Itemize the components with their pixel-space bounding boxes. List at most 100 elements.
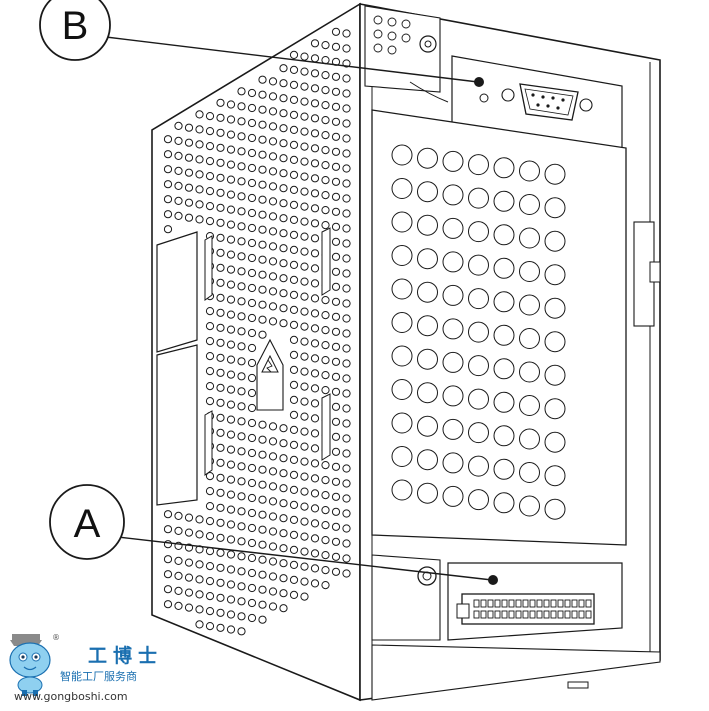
vent-hole	[544, 264, 566, 286]
side-vent-hole	[205, 532, 215, 541]
side-vent-hole	[300, 232, 309, 241]
side-vent-hole	[258, 105, 267, 114]
vent-hole	[519, 294, 540, 316]
side-vent-hole	[268, 107, 278, 116]
side-vent-hole	[216, 593, 225, 602]
side-vent-hole	[321, 356, 330, 365]
side-vent-hole	[216, 128, 225, 137]
side-vent-hole	[268, 197, 278, 206]
side-vent-hole	[300, 292, 309, 301]
side-vent-hole	[163, 585, 173, 594]
vent-hole	[442, 284, 464, 306]
vent-hole	[468, 254, 489, 276]
side-vent-hole	[268, 602, 278, 611]
side-vent-hole	[237, 597, 246, 606]
vent-hole	[391, 211, 413, 233]
side-vent-hole	[205, 367, 215, 376]
side-vent-hole	[310, 324, 320, 333]
side-vent-hole	[331, 87, 341, 96]
terminal-pin	[571, 599, 578, 608]
vent-hole	[417, 248, 438, 270]
side-vent-hole	[237, 312, 246, 321]
side-vent-hole	[216, 218, 225, 227]
side-vent-hole	[342, 269, 351, 278]
side-vent-hole	[258, 225, 267, 234]
side-vent-hole	[342, 389, 351, 398]
vent-hole	[417, 214, 438, 236]
side-vent-hole	[289, 275, 299, 284]
side-vent-hole	[331, 252, 341, 261]
side-vent-hole	[289, 170, 299, 179]
side-vent-hole	[300, 142, 309, 151]
side-vent-hole	[195, 575, 204, 584]
side-vent-hole	[331, 387, 341, 396]
callout-b-leader	[105, 36, 479, 83]
side-vent-hole	[216, 458, 225, 467]
side-vent-hole	[226, 565, 236, 574]
side-vent-hole	[163, 195, 173, 204]
side-vent-hole	[226, 430, 236, 439]
side-vent-hole	[289, 545, 299, 555]
side-vent-hole	[289, 200, 299, 209]
side-vent-hole	[342, 509, 351, 518]
side-vent-hole	[237, 207, 246, 216]
side-vent-hole	[237, 252, 246, 261]
side-vent-hole	[226, 130, 236, 139]
side-vent-hole	[163, 540, 173, 549]
side-vent-hole	[205, 592, 215, 601]
side-vent-hole	[247, 568, 257, 578]
side-vent-hole	[174, 166, 183, 175]
side-vent-hole	[279, 274, 288, 283]
side-vent-hole	[331, 402, 341, 411]
vent-hole	[442, 318, 464, 340]
side-vent-hole	[205, 172, 215, 181]
side-vent-hole	[163, 600, 173, 609]
side-vent-hole	[258, 435, 267, 444]
vent-hole	[417, 181, 438, 203]
side-vent-hole	[331, 222, 341, 231]
side-vent-hole	[300, 517, 309, 526]
side-vent-hole	[258, 150, 267, 159]
side-vent-hole	[300, 127, 309, 136]
terminal-pin	[564, 599, 571, 608]
side-vent-hole	[258, 330, 267, 339]
side-vent-hole	[310, 204, 320, 213]
vent-hole	[493, 358, 515, 380]
side-vent-hole	[258, 540, 267, 549]
side-vent-hole	[258, 315, 267, 324]
front-vent-holes	[391, 144, 566, 520]
side-vent-hole	[289, 425, 299, 434]
vent-hole	[544, 465, 566, 487]
side-vent-hole	[310, 339, 320, 348]
side-vent-hole	[205, 112, 215, 121]
side-vent-hole	[258, 255, 267, 264]
side-vent-hole	[279, 79, 288, 88]
side-vent-hole	[174, 181, 183, 190]
side-vent-hole	[310, 474, 320, 483]
side-vent-hole	[342, 494, 351, 503]
side-vent-hole	[237, 462, 246, 471]
side-vent-hole	[226, 610, 236, 619]
side-vent-hole	[268, 452, 278, 461]
side-vent-hole	[300, 217, 309, 226]
side-vent-hole	[268, 317, 278, 326]
terminal-label-block	[456, 603, 470, 619]
side-vent-hole	[331, 357, 341, 366]
side-vent-hole	[237, 222, 246, 231]
side-vent-hole	[268, 437, 278, 446]
side-vent-hole	[321, 506, 330, 515]
side-vent-hole	[205, 202, 215, 211]
side-vent-hole	[258, 120, 267, 129]
side-vent-hole	[205, 307, 215, 316]
side-vent-hole	[226, 190, 236, 199]
side-hook-upper-right	[321, 227, 331, 296]
side-vent-hole	[226, 385, 236, 394]
side-vent-hole	[310, 534, 320, 543]
side-vent-hole	[216, 428, 225, 437]
side-vent-hole	[300, 247, 309, 256]
side-vent-hole	[174, 151, 183, 160]
side-vent-hole	[331, 297, 341, 306]
side-vent-hole	[226, 370, 236, 379]
side-vent-hole	[163, 135, 173, 144]
side-vent-hole	[247, 418, 257, 428]
